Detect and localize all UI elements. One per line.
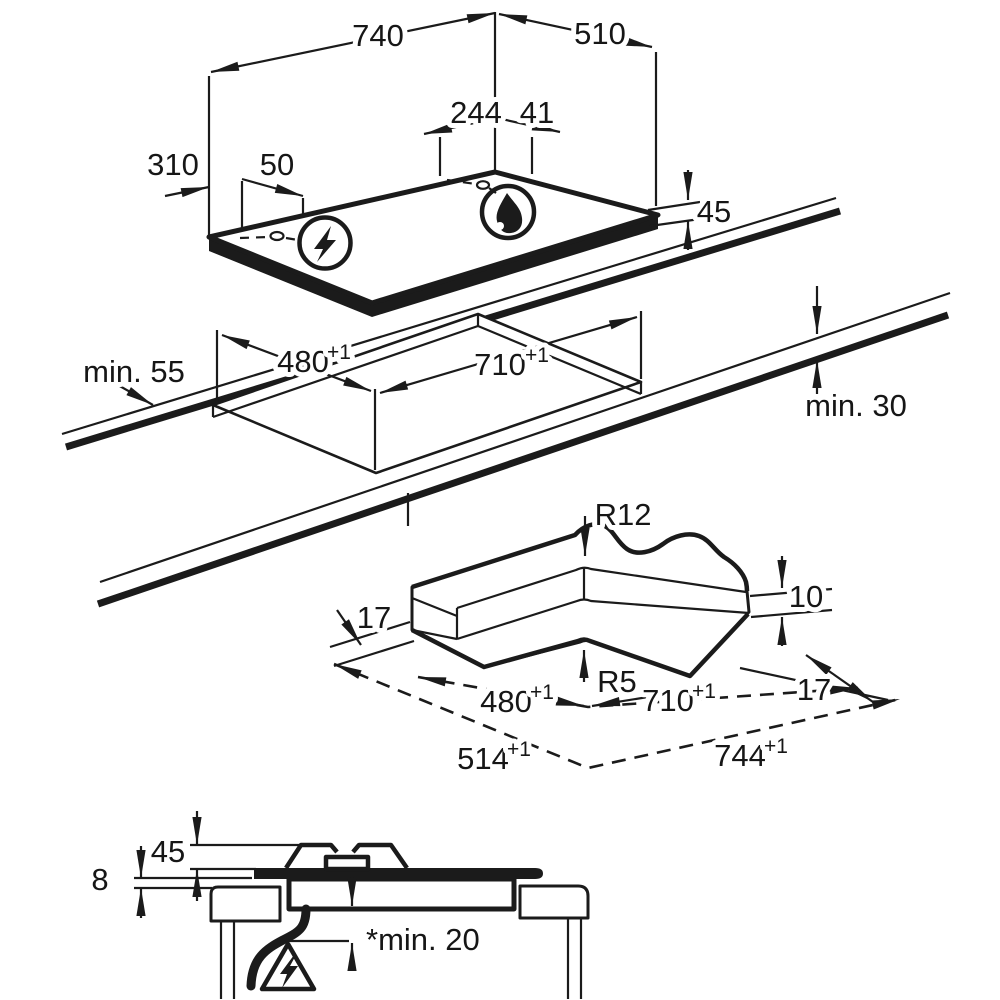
- gas-connection-hole: [475, 180, 491, 190]
- hidden-line: [488, 187, 497, 194]
- dim-cutout-length: 710: [474, 347, 526, 382]
- dim-lower-width-tol: +1: [530, 681, 554, 704]
- lip-end-edge: [411, 596, 458, 618]
- dim-ledge-depth: 10: [789, 579, 823, 614]
- lightning-bolt-circle-icon: [297, 215, 353, 271]
- hob-front-side-face: [372, 215, 658, 317]
- hidden-line: [285, 236, 299, 242]
- dim-ledge-left: 17: [357, 600, 391, 635]
- leader-10-top: [749, 587, 833, 598]
- arrow-min55: [117, 384, 154, 406]
- dim-upper-length-tol: +1: [764, 735, 788, 758]
- hidden-line: [239, 235, 269, 240]
- dim-lower-length-tol: +1: [692, 680, 716, 703]
- corner-bottom-edge: [410, 612, 750, 679]
- dim-line-50: [241, 177, 304, 198]
- dim-elec-spacing: 50: [260, 147, 294, 182]
- dim-chain-514-744: [333, 662, 901, 770]
- corner-break-edge: [411, 521, 750, 592]
- ledge-inner-edge: [456, 598, 750, 641]
- worktop-cutout-view: min. 55 480 +1 710 +1 min. 30: [61, 196, 951, 608]
- worktop-section-right: [518, 884, 590, 920]
- dim-cutout-width-tol: +1: [327, 341, 351, 364]
- dim-cutout-width: 480: [277, 344, 329, 379]
- worktop-section-left: [209, 885, 282, 923]
- dim-front-clearance: min. 55: [83, 354, 185, 389]
- dim-bottom-clearance: *min. 20: [366, 922, 480, 957]
- dim-hob-width: 740: [352, 18, 404, 53]
- rebate-top-edge: [456, 566, 747, 610]
- dim-lower-width: 480: [480, 684, 532, 719]
- dim-gas-side: 41: [520, 95, 554, 130]
- dim-line-510: [498, 12, 653, 49]
- dim-hob-height: 45: [697, 194, 731, 229]
- hob-glass-section: [254, 868, 543, 879]
- dim-bottom-radius: R5: [597, 664, 637, 699]
- elec-connection-hole: [269, 230, 285, 242]
- dim-cutout-length-tol: +1: [525, 344, 549, 367]
- dim-mounting-height: 45: [151, 834, 185, 869]
- mains-cable: [246, 904, 311, 991]
- dim-line-244: [423, 116, 498, 136]
- worktop-front-edge-top: [99, 291, 951, 584]
- ref-17-left-b: [333, 639, 415, 668]
- dim-elec-side: 310: [147, 147, 199, 182]
- hidden-line: [446, 178, 477, 186]
- arrow-17-left: [336, 609, 362, 646]
- leader-45-top: [647, 200, 701, 212]
- worktop-front-edge: [96, 311, 950, 608]
- dim-upper-width-tol: +1: [507, 738, 531, 761]
- dim-line-740: [210, 11, 496, 74]
- hob-top-view: 740 510 244 41 310 50 45: [142, 11, 736, 317]
- dim-top-radius: R12: [595, 497, 652, 532]
- dim-ledge-right: 17: [797, 672, 831, 707]
- cutout-opening: [211, 312, 643, 475]
- lightning-warning-triangle-icon: [259, 941, 317, 992]
- dim-worktop-thickness: min. 30: [805, 388, 907, 423]
- flame-circle-icon: [479, 183, 537, 241]
- side-section-view: 8 45 *min. 20: [86, 811, 590, 999]
- dim-hob-depth: 510: [574, 16, 626, 51]
- dim-line-710: [379, 315, 638, 395]
- dim-glass-height: 8: [91, 862, 108, 897]
- dim-line-41: [496, 116, 561, 134]
- dim-line-310: [164, 185, 210, 198]
- end-face-edge: [411, 628, 458, 641]
- worktop-back-edge-top: [61, 196, 837, 436]
- dim-lower-length: 710: [642, 683, 694, 718]
- cutout-corner-detail-view: R12 R5 17 10 17 480 +1 710 +1 514 +1 744…: [329, 492, 901, 781]
- pan-support-left: [284, 842, 339, 870]
- dim-upper-length: 744: [714, 738, 766, 773]
- dim-upper-width: 514: [457, 741, 509, 776]
- hob-left-side-face: [209, 237, 372, 317]
- leader-10-bottom: [750, 608, 833, 619]
- dim-line-480: [221, 333, 372, 393]
- dim-gas-back: 244: [450, 95, 502, 130]
- hob-body-section: [286, 876, 517, 912]
- leader-45-bottom: [649, 217, 701, 228]
- burner-cap: [323, 854, 371, 872]
- pan-support-right: [351, 842, 409, 870]
